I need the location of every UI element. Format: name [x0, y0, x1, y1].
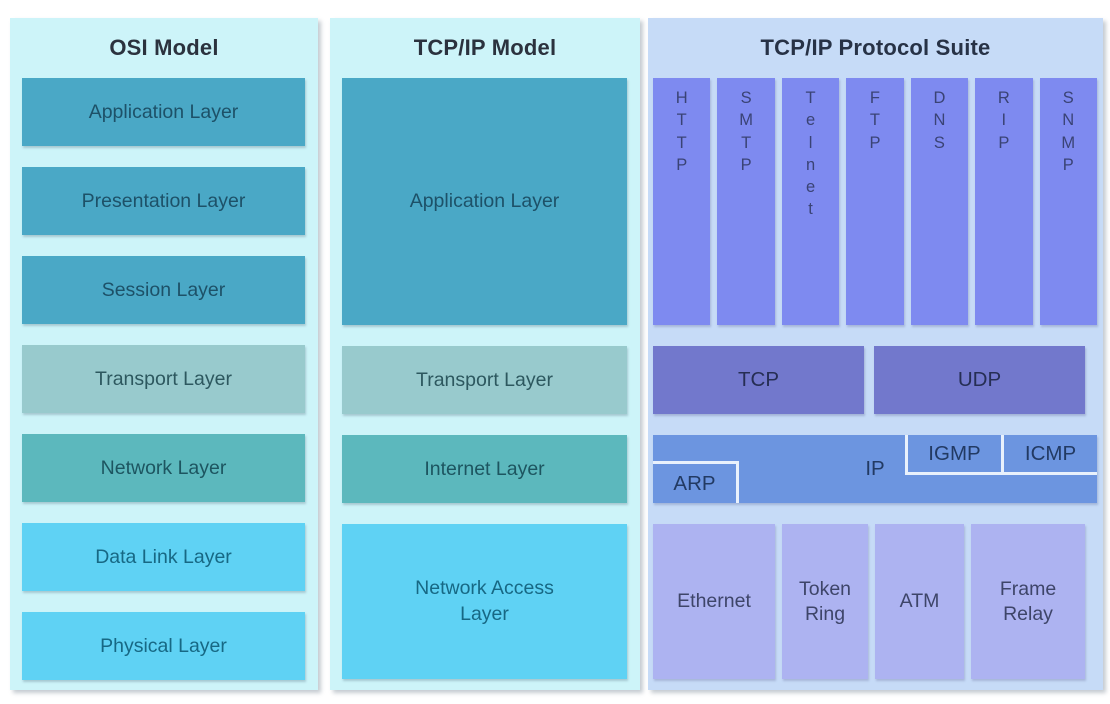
- tcpip-model-title: TCP/IP Model: [413, 35, 557, 60]
- protocol-telnet-label: T e l n e t: [805, 89, 816, 219]
- tcpip-layer-application: Application Layer: [342, 78, 627, 325]
- tcpip-model-panel: TCP/IP Model Application Layer Transport…: [330, 18, 640, 690]
- link-atm-box: ATM: [875, 524, 964, 679]
- tcpip-layer-network-access: Network Access Layer: [342, 524, 627, 679]
- osi-layer-network: Network Layer: [22, 434, 305, 502]
- osi-layer-data-link: Data Link Layer: [22, 523, 305, 591]
- protocol-smtp-box: S M T P: [717, 78, 775, 325]
- protocol-icmp-box: ICMP: [1001, 435, 1097, 475]
- osi-layer-physical: Physical Layer: [22, 612, 305, 680]
- tcpip-layer-transport: Transport Layer: [342, 346, 627, 414]
- protocol-suite-title: TCP/IP Protocol Suite: [760, 35, 991, 60]
- protocol-tcp-box: TCP: [653, 346, 864, 414]
- osi-layer-session: Session Layer: [22, 256, 305, 324]
- internet-protocols-band: IP ARP IGMP ICMP: [653, 435, 1097, 503]
- network-access-row: Ethernet Token Ring ATM Frame Relay: [653, 524, 1085, 679]
- osi-layer-presentation: Presentation Layer: [22, 167, 305, 235]
- tcpip-layer-internet: Internet Layer: [342, 435, 627, 503]
- igmp-icmp-group: IGMP ICMP: [905, 435, 1097, 475]
- osi-layer-application: Application Layer: [22, 78, 305, 146]
- protocol-http-label: H T T P: [675, 89, 688, 174]
- protocol-ip-label: IP: [865, 457, 885, 480]
- protocol-suite-panel: TCP/IP Protocol Suite H T T P S M T P T …: [648, 18, 1103, 690]
- link-ethernet-box: Ethernet: [653, 524, 775, 679]
- protocol-dns-box: D N S: [910, 78, 969, 325]
- protocol-ftp-box: F T P: [846, 78, 904, 325]
- protocol-dns-label: D N S: [933, 89, 946, 152]
- protocol-http-box: H T T P: [653, 78, 711, 325]
- protocol-ftp-label: F T P: [869, 89, 881, 152]
- link-frame-relay-box: Frame Relay: [971, 524, 1085, 679]
- protocol-telnet-box: T e l n e t: [781, 78, 840, 325]
- protocol-igmp-box: IGMP: [905, 435, 1001, 475]
- tcpip-layer-stack: Application Layer Transport Layer Intern…: [330, 78, 640, 690]
- link-token-ring-box: Token Ring: [782, 524, 868, 679]
- protocol-suite-stack: H T T P S M T P T e l n e t F T P D N S …: [648, 78, 1103, 690]
- osi-layer-transport: Transport Layer: [22, 345, 305, 413]
- application-protocols-row: H T T P S M T P T e l n e t F T P D N S …: [653, 78, 1097, 325]
- protocol-arp-box: ARP: [653, 461, 739, 503]
- tcpip-layer-network-access-label: Network Access Layer: [415, 577, 554, 625]
- protocol-smtp-label: S M T P: [739, 89, 753, 174]
- protocol-rip-label: R I P: [997, 89, 1010, 152]
- protocol-snmp-label: S N M P: [1061, 89, 1076, 174]
- osi-layer-stack: Application Layer Presentation Layer Ses…: [10, 78, 318, 690]
- osi-model-title: OSI Model: [109, 35, 219, 60]
- protocol-snmp-box: S N M P: [1039, 78, 1097, 325]
- transport-protocols-row: TCP UDP: [653, 346, 1085, 414]
- osi-model-panel: OSI Model Application Layer Presentation…: [10, 18, 318, 690]
- protocol-rip-box: R I P: [975, 78, 1033, 325]
- protocol-udp-box: UDP: [874, 346, 1085, 414]
